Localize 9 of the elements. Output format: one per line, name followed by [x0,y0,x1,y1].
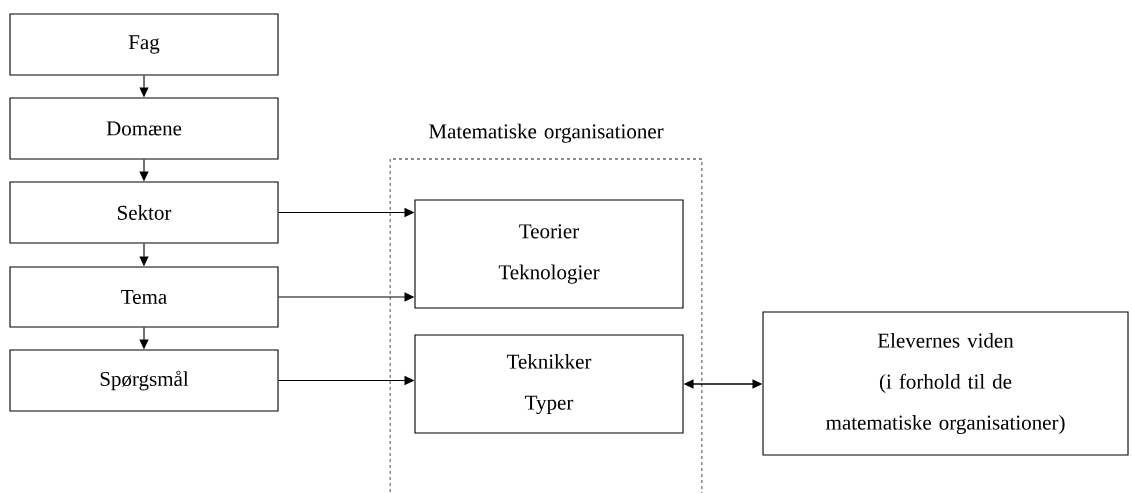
group-heading: Matematiske organisationer [429,123,664,143]
process-box: Domæne [9,97,279,160]
process-box: Sektor [9,181,279,244]
process-box: Teorier Teknologier [414,199,684,309]
process-box: Spørgsmål [9,349,279,412]
process-box: Tema [9,266,279,328]
process-box: Fag [9,13,279,76]
process-box: Elevernes viden (i forhold til de matematiske organisationer) [762,311,1129,456]
process-box: Teknikker Typer [414,334,684,434]
